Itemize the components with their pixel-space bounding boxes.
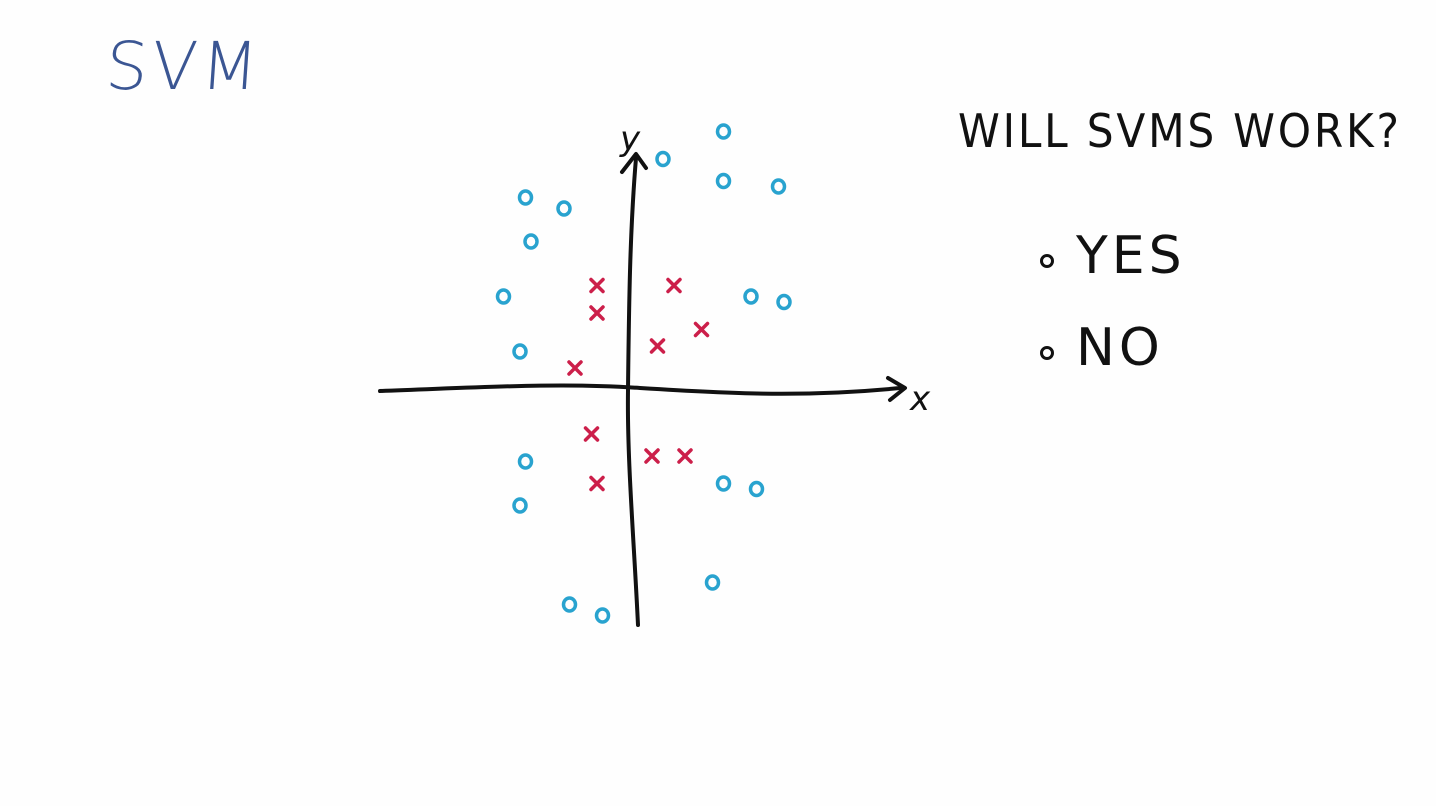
circle-point	[495, 288, 512, 305]
axes: x y	[378, 119, 931, 627]
cross-points	[567, 277, 710, 492]
y-axis-label: y	[619, 119, 641, 159]
option-label: YES	[1076, 226, 1186, 286]
cross-point	[567, 360, 583, 376]
circle-point	[748, 480, 765, 498]
circle-point	[715, 475, 732, 492]
circle-point	[770, 178, 787, 195]
option-yes[interactable]: YES	[1040, 210, 1186, 302]
answer-options: YES NO	[1040, 210, 1186, 394]
circle-point	[743, 288, 759, 305]
circle-point	[715, 123, 732, 140]
cross-point	[589, 475, 605, 492]
cross-point	[649, 338, 666, 354]
circle-point	[556, 200, 572, 217]
x-axis-line	[378, 383, 902, 396]
circle-point	[776, 293, 792, 311]
y-axis-arrowhead	[620, 152, 648, 174]
x-axis-arrowhead	[886, 376, 907, 402]
x-axis-label: x	[909, 379, 931, 419]
circle-point	[594, 607, 611, 624]
circle-point	[715, 172, 732, 190]
circle-point	[655, 150, 671, 168]
cross-point	[677, 448, 693, 464]
circle-point	[561, 596, 578, 613]
circle-point	[704, 574, 721, 591]
radio-circle-icon[interactable]	[1040, 346, 1054, 360]
question-text: WILL SVMS WORK?	[958, 104, 1402, 158]
circle-point	[523, 233, 539, 250]
radio-circle-icon[interactable]	[1040, 254, 1054, 268]
cross-point	[693, 321, 710, 338]
option-no[interactable]: NO	[1040, 302, 1186, 394]
circle-point	[517, 189, 534, 206]
circle-point	[512, 497, 528, 514]
y-axis-line	[625, 156, 640, 627]
cross-point	[589, 305, 605, 321]
option-label: NO	[1076, 318, 1164, 378]
cross-point	[666, 277, 682, 294]
circle-point	[512, 343, 528, 360]
cross-point	[589, 277, 605, 294]
cross-point	[644, 448, 660, 464]
circle-point	[517, 453, 534, 470]
circle-points	[495, 123, 792, 624]
cross-point	[583, 426, 600, 442]
